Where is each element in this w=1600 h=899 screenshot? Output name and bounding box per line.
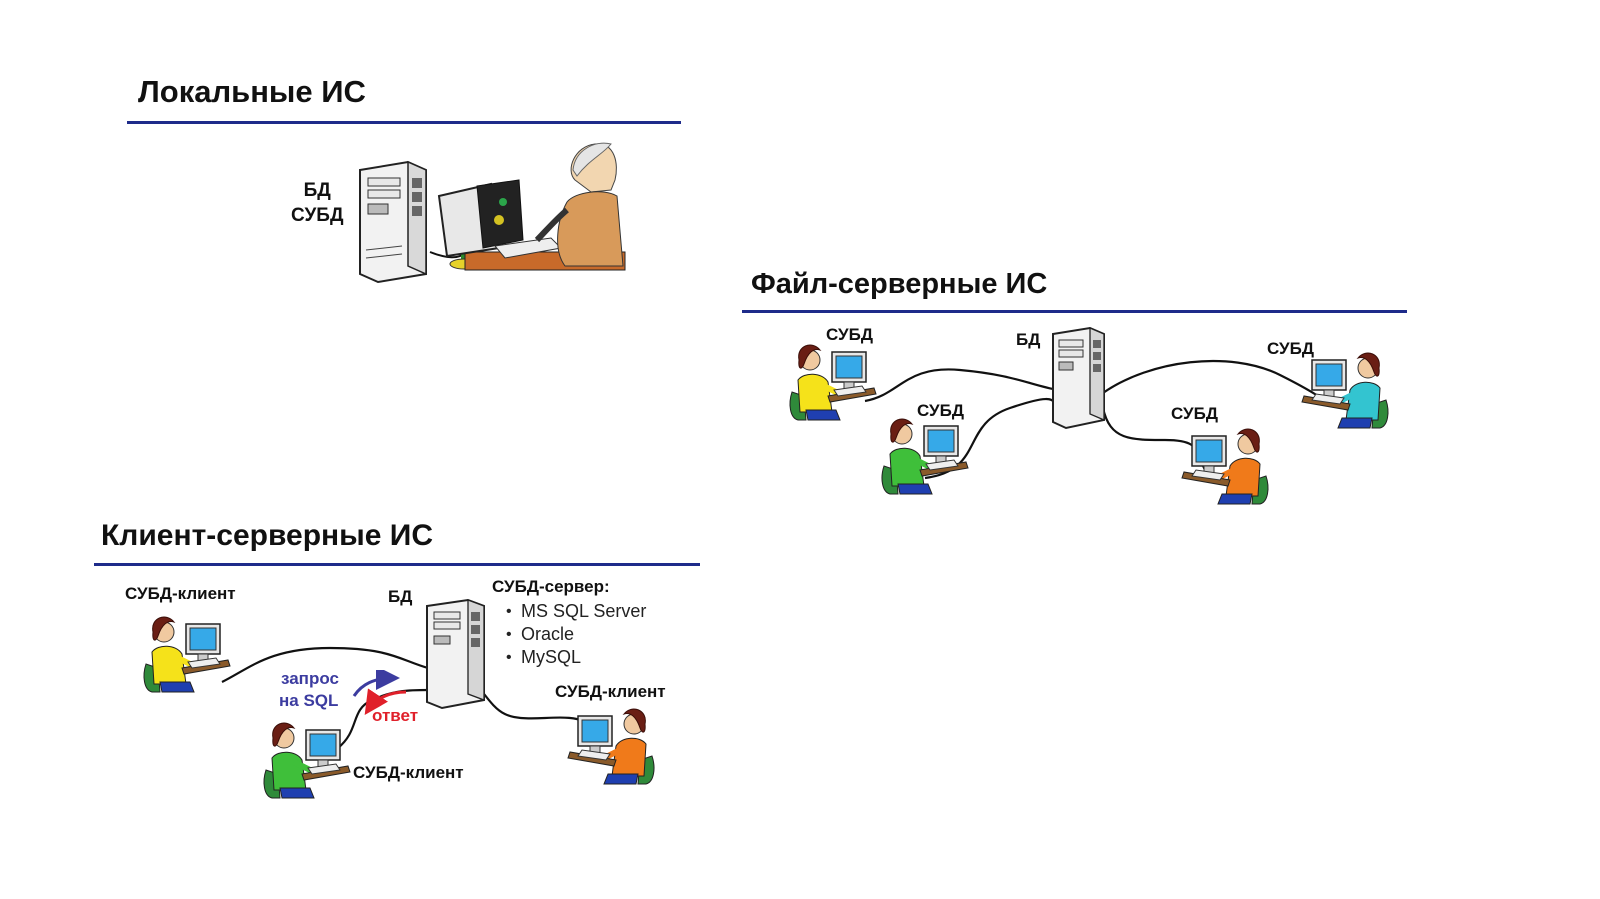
- fs-client-label-2: СУБД: [917, 401, 964, 420]
- wire-fs-3: [1102, 359, 1329, 400]
- fs-server-icon: [1052, 326, 1105, 430]
- cs-server-icon: [426, 598, 485, 710]
- local-operator-at-computer-icon: [429, 142, 626, 271]
- local-db-text: БД: [303, 180, 331, 201]
- sql-request-label: запрос на SQL: [279, 668, 339, 712]
- cs-server-products-list: MS SQL Server Oracle MySQL: [505, 600, 646, 669]
- file-server-is-rule: [742, 310, 1407, 313]
- cs-server-product: Oracle: [505, 623, 646, 646]
- cs-client-label-3: СУБД-клиент: [555, 682, 666, 701]
- cs-workstation-1-person-at-computer-icon: [143, 616, 231, 693]
- cs-client-label-1: СУБД-клиент: [125, 584, 236, 603]
- local-db-label: БД СУБД: [291, 178, 343, 228]
- sql-request-line1: запрос: [281, 669, 339, 688]
- fs-workstation-2-person-at-computer-icon: [881, 418, 969, 495]
- fs-workstation-1-person-at-computer-icon: [789, 344, 877, 421]
- local-is-heading: Локальные ИС: [138, 74, 366, 109]
- wire-cs-1: [221, 646, 429, 683]
- local-is-rule: [127, 121, 681, 124]
- response-arrow: [364, 688, 407, 715]
- sql-request-line2: на SQL: [279, 691, 339, 710]
- cs-db-label: БД: [388, 587, 413, 606]
- local-dbms-text: СУБД: [291, 205, 344, 226]
- cs-server-title: СУБД-сервер:: [492, 577, 610, 596]
- file-server-is-heading: Файл-серверные ИС: [751, 268, 1048, 300]
- fs-client-label-3: СУБД: [1267, 339, 1314, 358]
- fs-db-label: БД: [1016, 330, 1041, 349]
- cs-server-product: MS SQL Server: [505, 600, 646, 623]
- client-server-is-heading: Клиент-серверные ИС: [101, 519, 434, 552]
- fs-workstation-4-person-at-computer-icon: [1181, 428, 1269, 505]
- fs-workstation-3-person-at-computer-icon: [1301, 352, 1389, 429]
- fs-client-label-4: СУБД: [1171, 404, 1218, 423]
- local-server-icon: [359, 160, 427, 284]
- cs-server-product: MySQL: [505, 646, 646, 669]
- request-arrow: [352, 670, 400, 697]
- client-server-is-rule: [94, 563, 700, 566]
- cs-workstation-3-person-at-computer-icon: [567, 708, 655, 785]
- request-response-arrows: [352, 670, 407, 715]
- cs-workstation-2-person-at-computer-icon: [263, 722, 351, 799]
- wire-fs-1: [864, 368, 1059, 403]
- cs-client-label-2: СУБД-клиент: [353, 763, 464, 782]
- fs-client-label-1: СУБД: [826, 325, 873, 344]
